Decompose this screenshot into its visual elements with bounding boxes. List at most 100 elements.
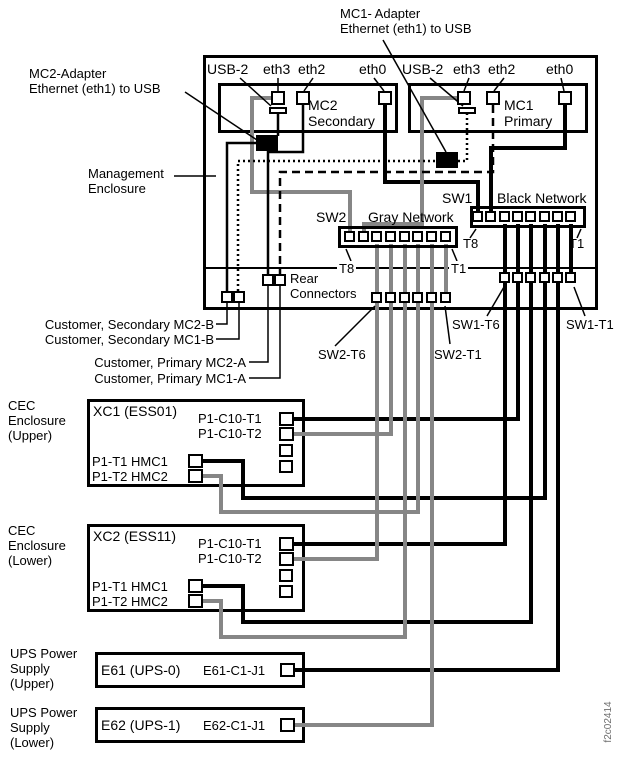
black-network-cables: [203, 105, 573, 672]
xc1-title: XC1 (ESS01): [93, 403, 178, 419]
customer-mc2b-connector: [221, 291, 233, 303]
mc2-eth0-label: eth0: [359, 61, 387, 77]
mc1-box: [408, 83, 588, 133]
management-enclosure-label: Management Enclosure: [88, 166, 164, 196]
xc1-p1-t2-hmc2-label: P1-T2 HMC2: [92, 469, 168, 484]
sw2-port-t3: [412, 231, 423, 242]
sw1-rear-port-t1: [565, 272, 576, 283]
sw1-rear-port-t5: [512, 272, 523, 283]
management-enclosure-box: [203, 55, 598, 310]
mc1-eth0-port: [558, 91, 572, 105]
mc1-adapter-label: MC1- Adapter Ethernet (eth1) to USB: [340, 6, 472, 36]
e61-title: E61 (UPS-0): [101, 662, 181, 678]
xc1-p1-c10-t1-label: P1-C10-T1: [198, 411, 262, 426]
e61-c1-j1-label: E61-C1-J1: [203, 663, 266, 678]
xc2-p1-c10-t1-port: [279, 537, 294, 551]
mc2-eth2-port: [296, 91, 310, 105]
xc1-p1-c10-t1-port: [279, 412, 294, 426]
customer-secondary-mc1b-label: Customer, Secondary MC1-B: [44, 332, 214, 347]
sw2-rear-port-t2: [426, 292, 437, 303]
xc2-p1-t1-hmc1-label: P1-T1 HMC1: [92, 579, 168, 594]
sw2-t6-rear-label: SW2-T6: [318, 347, 366, 362]
customer-primary-mc1a-label: Customer, Primary MC1-A: [94, 371, 246, 386]
sw1-rear-port-t3: [539, 272, 550, 283]
sw2-name: SW2: [316, 209, 347, 225]
xc2-p1-c10-t1-label: P1-C10-T1: [198, 536, 262, 551]
sw1-t1-rear-label: SW1-T1: [566, 317, 614, 332]
sw1-port-t6: [499, 211, 510, 222]
sw1-port-t5: [512, 211, 523, 222]
mc2-usb2-label: USB-2: [207, 61, 249, 77]
sw1-name: SW1: [442, 190, 473, 206]
sw2-rear-port-t3: [412, 292, 423, 303]
sw1-port-t4: [525, 211, 536, 222]
cec-upper-box: [87, 399, 305, 487]
xc1-p1-t1-hmc1-label: P1-T1 HMC1: [92, 454, 168, 469]
xc2-p1-t1-hmc1-port: [188, 579, 203, 593]
sw1-port-t1: [565, 211, 576, 222]
customer-mc1a-connector: [274, 274, 286, 286]
customer-port-lines: [225, 105, 495, 293]
sw1-rear-port-t4: [525, 272, 536, 283]
sw2-port-t2: [426, 231, 437, 242]
xc2-spare-port-2: [279, 585, 293, 598]
mc2-eth3-port: [271, 91, 285, 105]
sw1-t1-label: T1: [569, 236, 585, 251]
xc2-p1-c10-t2-port: [279, 552, 294, 566]
sw2-t1-rear-label: SW2-T1: [434, 347, 482, 362]
sw1-switch-box: [470, 206, 586, 228]
sw2-rear-port-t1: [440, 292, 451, 303]
cec-lower-label: CEC Enclosure (Lower): [8, 523, 66, 568]
sw2-network-name: Gray Network: [368, 209, 454, 225]
mc2-eth3-label: eth3: [263, 61, 291, 77]
xc1-p1-c10-t2-label: P1-C10-T2: [198, 426, 262, 441]
cec-upper-label: CEC Enclosure (Upper): [8, 398, 66, 443]
xc2-p1-c10-t2-label: P1-C10-T2: [198, 551, 262, 566]
sw1-rear-port-t2: [552, 272, 563, 283]
xc1-p1-t1-hmc1-port: [188, 454, 203, 468]
gray-network-cables: [203, 96, 457, 727]
mc2-adapter-label: MC2-Adapter Ethernet (eth1) to USB: [29, 66, 161, 96]
ups-upper-label: UPS Power Supply (Upper): [10, 646, 78, 691]
customer-mc2a-connector: [262, 274, 274, 286]
mc1-usb-ethernet-adapter: [436, 152, 458, 168]
mc1-usb2-connector: [458, 107, 476, 114]
e62-title: E62 (UPS-1): [101, 717, 181, 733]
mc1-usb2-label: USB-2: [402, 61, 444, 77]
sw2-port-t5: [385, 231, 396, 242]
cec-lower-box: [87, 524, 305, 612]
sw2-port-t4: [399, 231, 410, 242]
sw1-t6-rear-label: SW1-T6: [452, 317, 500, 332]
xc1-p1-c10-t2-port: [279, 427, 294, 441]
sw2-switch-box: [338, 226, 458, 248]
mc2-usb2-connector: [269, 107, 287, 114]
mc2-eth2-label: eth2: [298, 61, 326, 77]
xc1-p1-t2-hmc2-port: [188, 469, 203, 483]
sw2-rear-port-t6: [371, 292, 382, 303]
mc1-eth2-label: eth2: [488, 61, 516, 77]
mc1-eth3-label: eth3: [453, 61, 481, 77]
sw1-rear-port-t6: [499, 272, 510, 283]
sw1-network-name: Black Network: [497, 190, 587, 206]
sw2-t1-label: T1: [449, 261, 469, 276]
sw2-rear-port-t5: [385, 292, 396, 303]
customer-primary-mc2a-label: Customer, Primary MC2-A: [94, 355, 246, 370]
sw2-port-t6: [371, 231, 382, 242]
ups-lower-label: UPS Power Supply (Lower): [10, 705, 78, 750]
xc2-spare-port-1: [279, 569, 293, 582]
figure-id: f2c02414: [603, 701, 614, 743]
rear-connectors-label: Rear Connectors: [290, 271, 357, 301]
customer-secondary-mc2b-label: Customer, Secondary MC2-B: [44, 317, 214, 332]
sw2-rear-port-t4: [399, 292, 410, 303]
e62-c1-j1-port: [280, 718, 295, 732]
xc2-p1-t2-hmc2-port: [188, 594, 203, 608]
sw1-port-t8: [472, 211, 483, 222]
mc1-eth0-label: eth0: [546, 61, 574, 77]
xc1-spare-port-1: [279, 444, 293, 457]
sw2-port-t7: [358, 231, 369, 242]
xc2-title: XC2 (ESS11): [93, 528, 176, 544]
mc1-title: MC1 Primary: [504, 97, 553, 129]
sw1-port-t3: [539, 211, 550, 222]
